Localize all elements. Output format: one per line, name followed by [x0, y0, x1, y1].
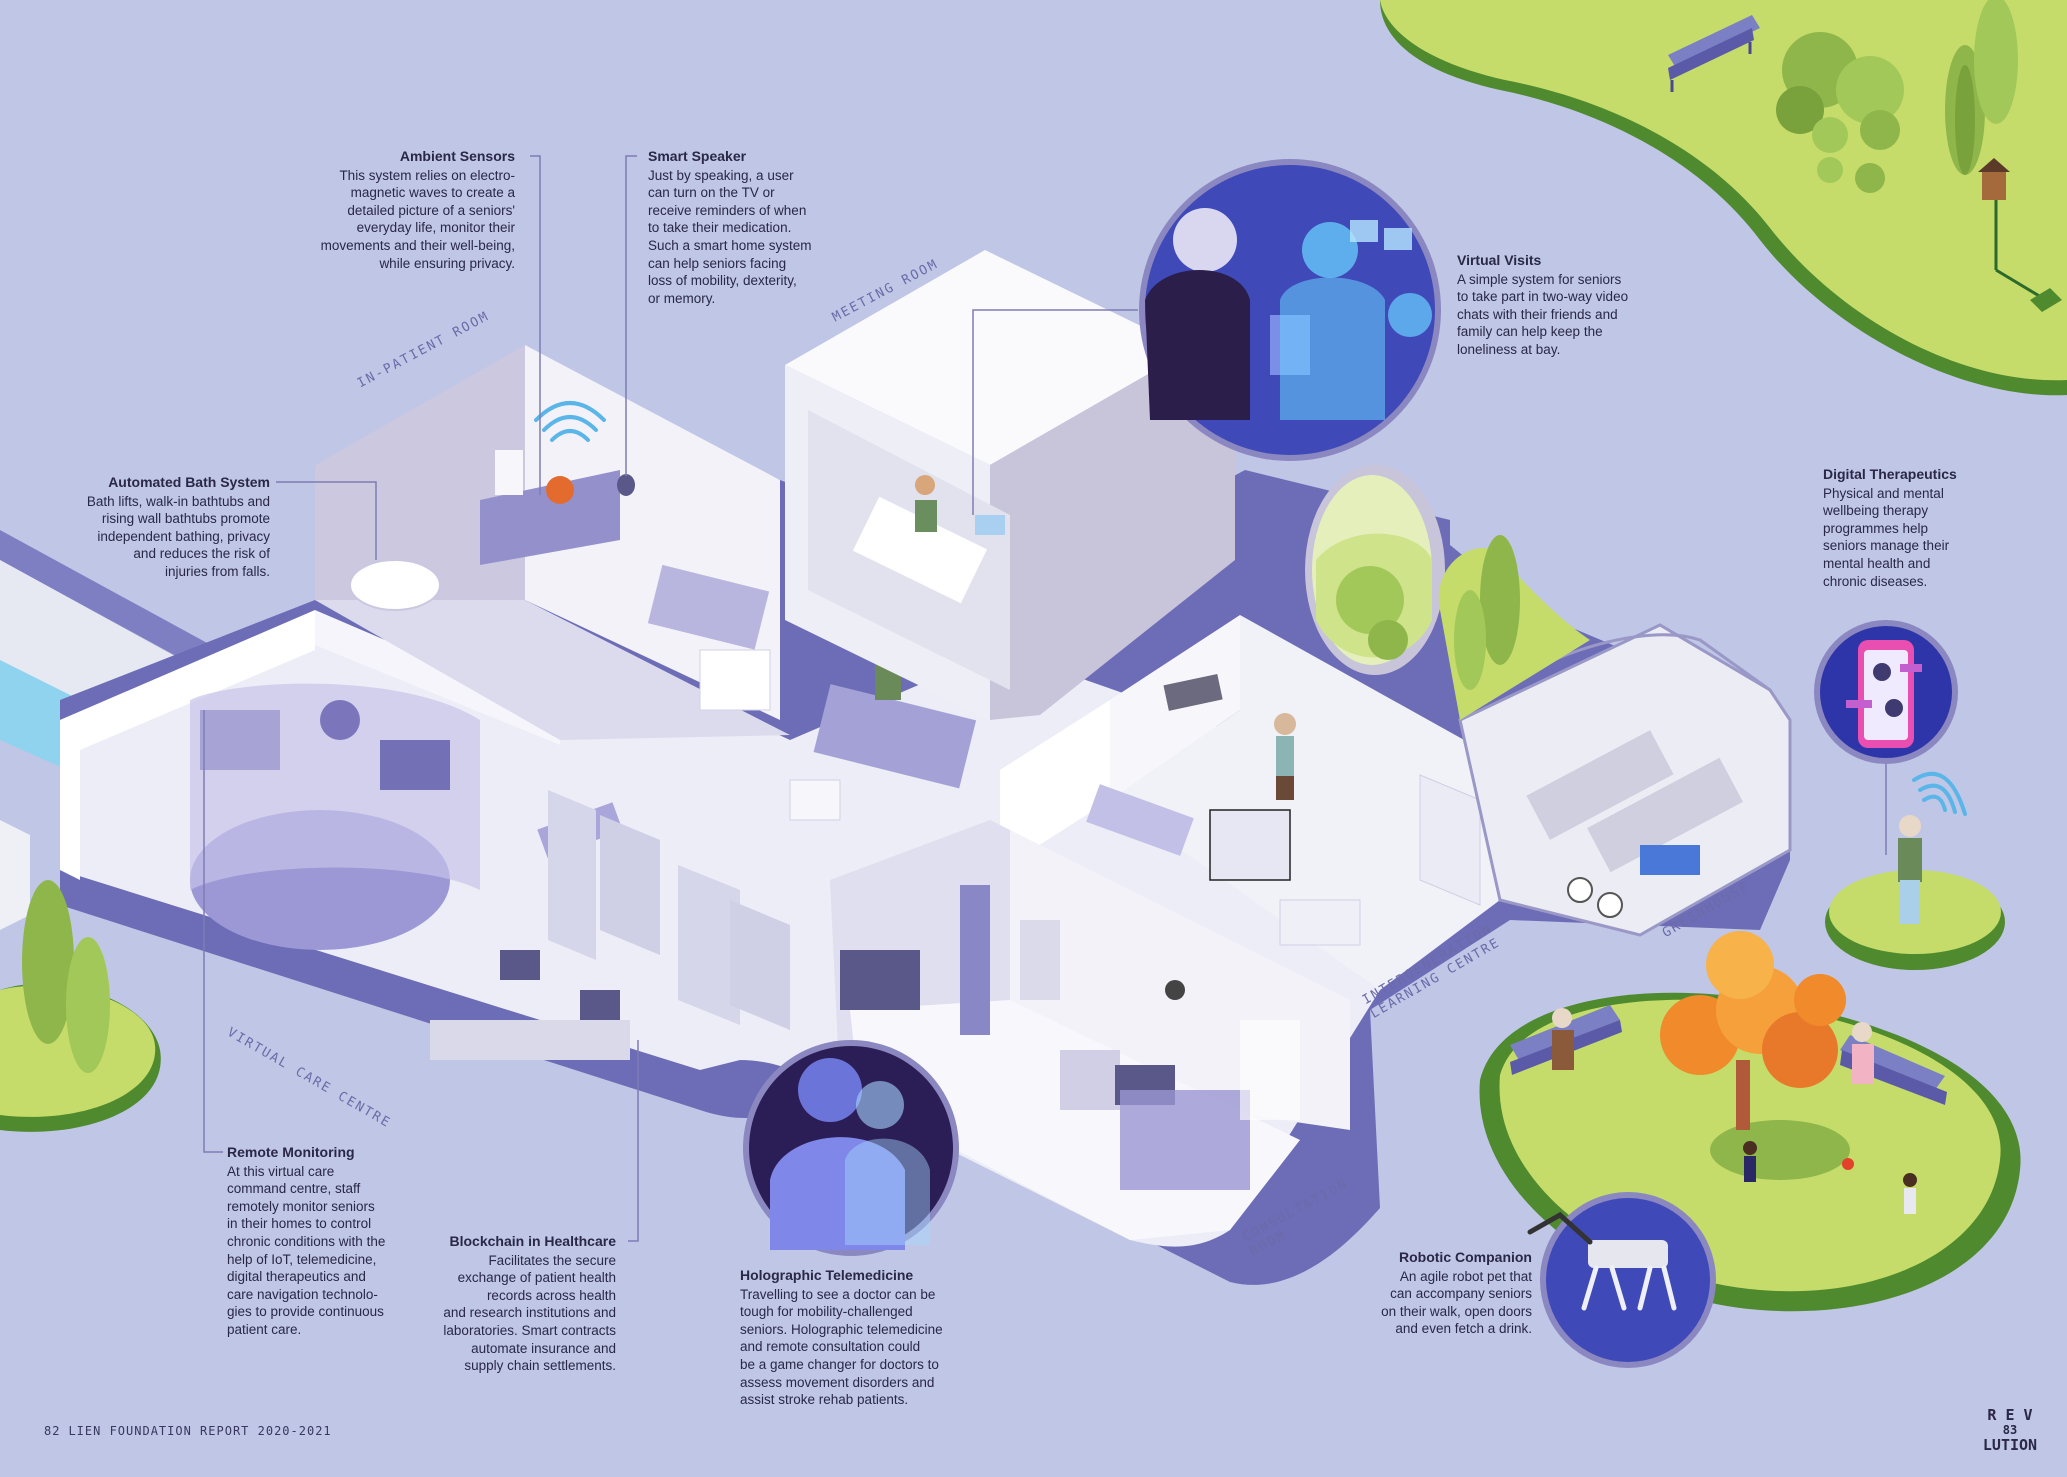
callout-title: Robotic Companion [1399, 1249, 1532, 1265]
tree-icon [1945, 0, 2018, 175]
callout-ambient-sensors: Ambient Sensors This system relies on el… [280, 148, 515, 272]
intergeneration-learning-centre [1000, 615, 1500, 990]
page-footer: 82 LIEN FOUNDATION REPORT 2020-2021 [44, 1424, 332, 1438]
callout-body: Travelling to see a doctor can be tough … [740, 1286, 943, 1408]
callout-smart-speaker: Smart Speaker Just by speaking, a user c… [648, 148, 848, 307]
logo-line-1: R E V [1987, 1406, 2033, 1424]
callout-body: This system relies on electro- magnetic … [320, 167, 515, 271]
bench-icon [1668, 15, 1760, 92]
smart-speaker-icon [617, 474, 635, 496]
digital-therapeutics-island [1825, 815, 2005, 970]
callout-body: A simple system for seniors to take part… [1457, 271, 1629, 357]
robot-dog-icon [1527, 1211, 1677, 1311]
callout-holographic: Holographic Telemedicine Travelling to s… [740, 1267, 980, 1409]
report-title: LIEN FOUNDATION REPORT 2020-2021 [68, 1424, 332, 1438]
logo-line-2: 83 [2002, 1423, 2018, 1437]
tree-icon-greenhouse [1438, 535, 1590, 720]
consultation-room [830, 820, 1350, 1240]
callout-title: Virtual Visits [1457, 252, 1542, 268]
virtual-visits-circle [1139, 159, 1441, 461]
phone-app-icon [1846, 640, 1922, 748]
callout-body: Facilitates the secure exchange of patie… [443, 1252, 616, 1374]
callout-title: Digital Therapeutics [1823, 466, 1957, 482]
greenhouse [1458, 623, 1792, 937]
page-number: 82 [44, 1424, 61, 1438]
callout-automated-bath: Automated Bath System Bath lifts, walk-i… [40, 474, 270, 581]
meeting-room-block [785, 250, 1235, 720]
callout-body: At this virtual care command centre, sta… [227, 1163, 386, 1337]
callout-body: Bath lifts, walk-in bathtubs and rising … [86, 493, 270, 579]
callout-title: Remote Monitoring [227, 1144, 355, 1160]
bush-cluster-icon [1776, 32, 1904, 193]
revolution-logo: R E V 83 LUTION [1982, 1408, 2038, 1458]
holographic-telemedicine-circle [743, 1040, 959, 1256]
callout-title: Automated Bath System [108, 474, 270, 490]
callout-body: Physical and mental wellbeing therapy pr… [1823, 485, 1950, 589]
wifi-icon-park [1912, 771, 1967, 816]
oval-window [1305, 465, 1445, 675]
callout-remote-monitoring: Remote Monitoring At this virtual care c… [227, 1144, 417, 1339]
callout-title: Blockchain in Healthcare [449, 1233, 616, 1249]
person-icons-park [1552, 1008, 1917, 1214]
robotic-companion-circle [1527, 1192, 1716, 1368]
callout-digital-therapeutics: Digital Therapeutics Physical and mental… [1823, 466, 2003, 590]
callout-title: Smart Speaker [648, 148, 747, 164]
hologram-icon [770, 1058, 930, 1250]
callout-body: Just by speaking, a user can turn on the… [648, 167, 812, 306]
callout-body: An agile robot pet that can accompany se… [1381, 1268, 1532, 1337]
left-park [0, 880, 161, 1132]
callout-virtual-visits: Virtual Visits A simple system for senio… [1457, 252, 1677, 359]
wifi-icon [534, 401, 606, 442]
digital-therapeutics-circle [1814, 620, 1958, 764]
birdhouse-icon [1978, 158, 2062, 312]
callout-title: Ambient Sensors [399, 148, 515, 164]
callout-robotic-companion: Robotic Companion An agile robot pet tha… [1340, 1249, 1532, 1338]
callout-title: Holographic Telemedicine [740, 1267, 914, 1283]
logo-line-3: LUTION [1982, 1436, 2038, 1454]
storage-lockers [548, 790, 790, 1030]
callout-blockchain: Blockchain in Healthcare Facilitates the… [400, 1233, 616, 1375]
